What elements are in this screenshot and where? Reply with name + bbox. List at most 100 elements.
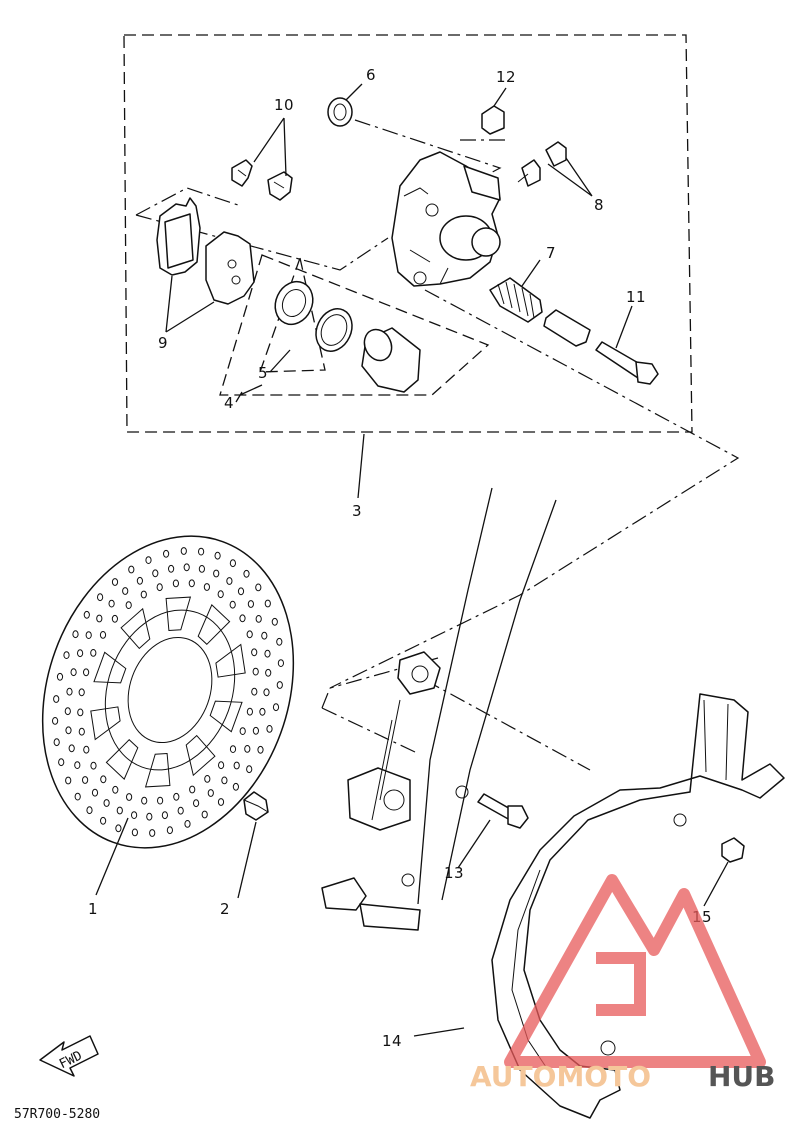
disc-hole: [112, 785, 119, 794]
disc-hole: [266, 725, 273, 733]
disc-hole: [172, 579, 179, 588]
watermark-text-a: AUTOMOTO: [470, 1060, 651, 1093]
disc-hole: [91, 788, 99, 797]
drawing-code: 57R700-5280: [14, 1107, 100, 1122]
disc-hole: [239, 727, 246, 735]
disc-hole: [226, 577, 233, 585]
disc-hole: [177, 806, 184, 815]
disc-spoke-cutout: [93, 651, 127, 684]
disc-hole: [251, 687, 258, 696]
disc-spoke-cutout: [120, 607, 151, 650]
disc-hole: [96, 614, 103, 623]
disc-hole: [78, 688, 85, 697]
piston: [361, 327, 421, 393]
label-1: 1: [88, 900, 98, 918]
disc-spoke-cutout: [185, 734, 216, 777]
disc-hole: [229, 600, 236, 609]
disc-hole: [229, 745, 237, 753]
disc-hole: [90, 649, 97, 657]
label-3: 3: [352, 502, 362, 520]
caliper-bolts: [517, 141, 567, 187]
disc-hole: [180, 547, 187, 555]
disc-hole: [78, 727, 85, 736]
label-7: 7: [546, 244, 556, 262]
brake-disc: [41, 535, 295, 849]
disc-hole: [82, 776, 89, 784]
fwd-arrow: FWD: [39, 1035, 99, 1077]
disc-hole: [246, 707, 253, 716]
pad-clips: [231, 159, 293, 201]
disc-hole: [207, 789, 214, 797]
watermark-logo: [504, 874, 766, 1068]
disc-holes: [52, 547, 284, 837]
label-5: 5: [258, 364, 268, 382]
disc-hole: [183, 563, 190, 572]
guard-screw: [721, 837, 745, 863]
disc-spokes: [90, 596, 246, 788]
disc-hole: [65, 726, 72, 735]
disc-hole: [99, 631, 107, 639]
disc-hole: [122, 587, 129, 595]
disc-hole: [252, 726, 259, 735]
disc-hole: [66, 687, 73, 696]
disc-hole: [131, 828, 138, 837]
disc-hole: [146, 812, 153, 821]
disc-hole: [111, 614, 119, 623]
disc-hole: [244, 745, 251, 753]
disc-spoke-cutout: [105, 739, 139, 780]
disc-hole: [251, 648, 258, 657]
caliper-assembly-box: [123, 34, 693, 433]
disc-hole: [252, 667, 259, 676]
disc-hole: [247, 600, 254, 608]
disc-hole: [72, 630, 79, 639]
disc-hole: [83, 745, 90, 754]
disc-hole: [257, 745, 264, 754]
slide-pin: [543, 309, 591, 347]
disc-hole: [188, 579, 195, 588]
brake-pads: [156, 197, 255, 305]
disc-hole: [97, 593, 104, 602]
disc-hole: [276, 681, 283, 689]
leader-lines: [95, 83, 729, 1037]
disc-hole: [74, 761, 81, 769]
disc-hole: [58, 758, 65, 767]
disc-hole: [198, 547, 205, 556]
disc-hole: [157, 796, 164, 805]
disc-hole: [145, 556, 152, 564]
guard-bolt: [477, 793, 529, 829]
label-10: 10: [274, 96, 294, 114]
disc-hole: [152, 569, 159, 578]
disc-hole: [243, 569, 250, 578]
disc-hole: [193, 799, 200, 808]
slide-pin-boot: [489, 277, 543, 323]
disc-hole: [232, 782, 239, 791]
disc-hole: [108, 599, 115, 608]
disc-hole: [68, 744, 75, 753]
disc-hole: [65, 776, 72, 785]
disc-hole: [156, 583, 163, 592]
disc-hole: [255, 583, 262, 592]
disc-hole: [201, 810, 208, 819]
bleed-screw: [481, 105, 505, 135]
disc-hole: [233, 761, 240, 770]
disc-hole: [271, 617, 278, 626]
disc-hole: [141, 796, 148, 805]
disc-hole: [128, 565, 135, 574]
disc-hole: [90, 761, 97, 770]
disc-hole: [218, 761, 225, 770]
disc-hole: [239, 614, 246, 623]
label-11: 11: [626, 288, 646, 306]
label-8: 8: [594, 196, 604, 214]
disc-hole: [189, 785, 196, 794]
disc-hole: [261, 631, 268, 640]
disc-guard: [491, 693, 785, 1119]
disc-hole: [63, 651, 70, 659]
disc-hole: [166, 826, 173, 835]
label-12: 12: [496, 68, 516, 86]
disc-hole: [204, 775, 211, 783]
disc-hole: [263, 688, 270, 697]
disc-hole: [53, 738, 60, 747]
disc-hole: [100, 775, 107, 784]
